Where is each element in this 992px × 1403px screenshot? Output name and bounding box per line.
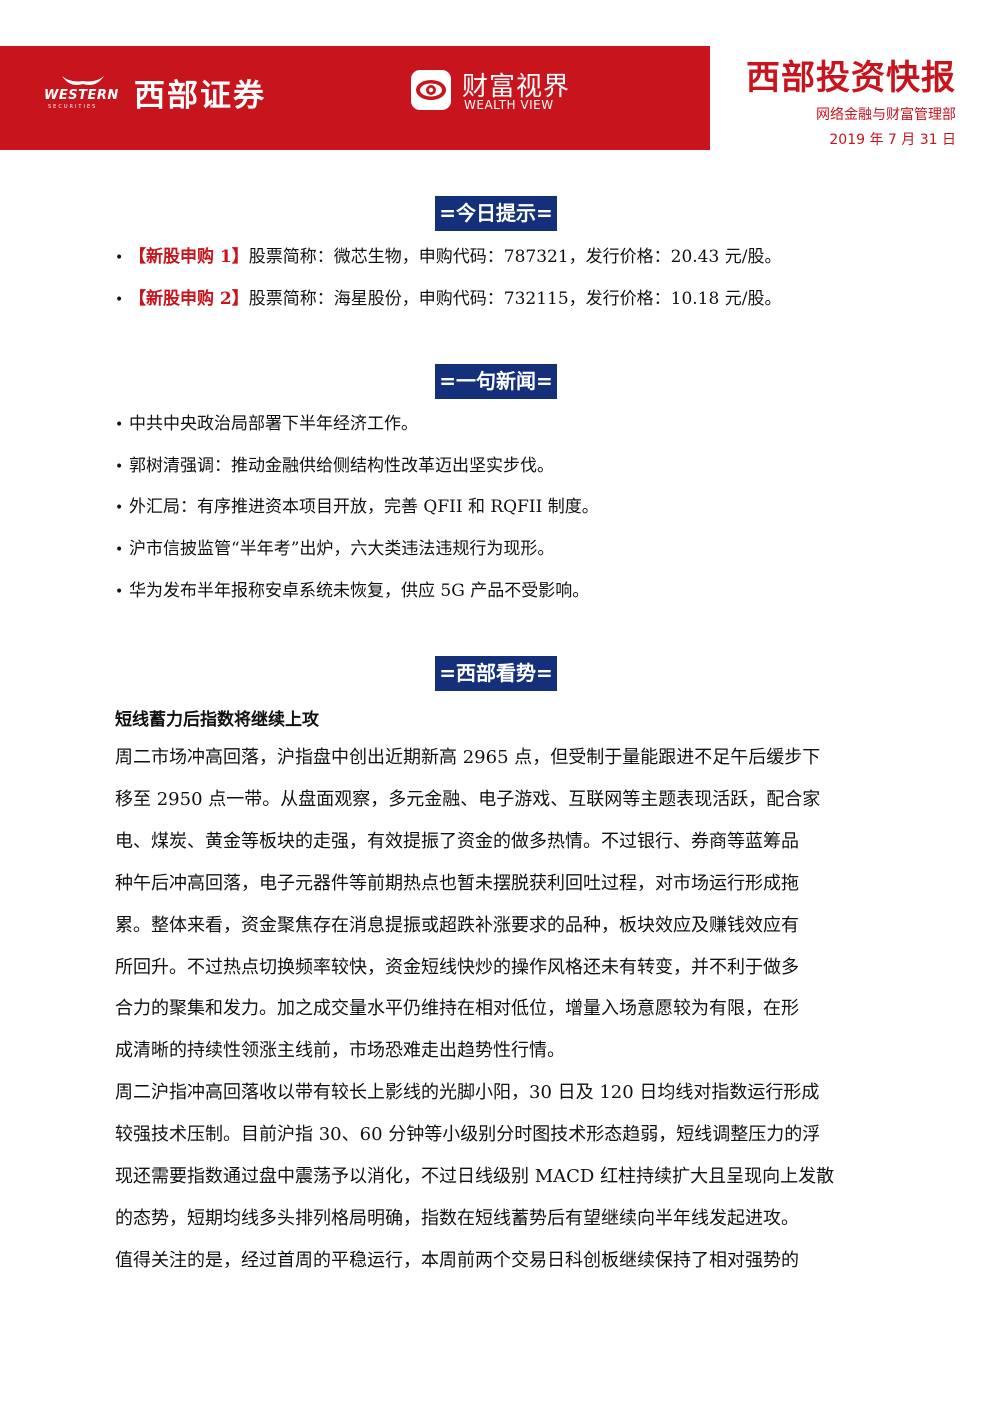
text-line: 的态势，短期均线多头排列格局明确，指数在短线蓄势后有望继续向半年线发起进攻。 — [115, 1207, 799, 1229]
wealth-view-eye-icon — [411, 70, 451, 110]
partner-name-en: WEALTH VIEW — [464, 98, 554, 112]
news-text: 郭树清强调：推动金融供给侧结构性改革迈出坚实步伐。 — [129, 456, 554, 476]
section-label: =今日提示= — [435, 196, 557, 231]
news-text: 外汇局：有序推进资本项目开放，完善 QFII 和 RQFII 制度。 — [129, 497, 599, 517]
text-line: 值得关注的是，经过首周的平稳运行，本周前两个交易日科创板继续保持了相对强势的 — [115, 1250, 799, 1271]
text-line: 合力的聚集和发力。加之成交量水平仍维持在相对低位，增量入场意愿较为有限，在形 — [115, 998, 799, 1020]
section-heading-news: =一句新闻= — [0, 364, 992, 399]
news-item: • 华为发布半年报称安卓系统未恢复，供应 5G 产品不受影响。 — [115, 579, 589, 604]
text-line: 累。整体来看，资金聚焦存在消息提振或超跌补涨要求的品种，板块效应及赚钱效应有 — [115, 914, 799, 936]
bullet-icon: • — [115, 584, 124, 600]
bull-horns-icon — [62, 76, 104, 85]
news-item: • 中共中央政治局部署下半年经济工作。 — [115, 412, 418, 437]
tip-tag: 【新股申购 1】 — [129, 247, 249, 267]
news-text: 沪市信披监管“半年考”出炉，六大类违法违规行为现形。 — [129, 539, 555, 559]
bullet-icon: • — [115, 250, 124, 266]
bullet-icon: • — [115, 292, 124, 308]
tip-tag: 【新股申购 2】 — [129, 289, 249, 309]
report-date: 2019 年 7 月 31 日 — [829, 132, 956, 148]
western-logo: WESTERN SECURITIES — [44, 74, 124, 110]
section-heading-outlook: =西部看势= — [0, 656, 992, 691]
paragraph-1: 周二市场冲高回落，沪指盘中创出近期新高 2965 点，但受制于量能跟进不足午后缓… — [115, 737, 883, 1072]
tip-text: 股票简称：海星股份，申购代码：732115，发行价格：10.18 元/股。 — [248, 289, 782, 309]
partner-name-cn: 财富视界 — [462, 72, 571, 102]
tip-item: • 【新股申购 1】股票简称：微芯生物，申购代码：787321，发行价格：20.4… — [115, 245, 781, 270]
text-line: 种午后冲高回落，电子元器件等前期热点也暂未摆脱获利回吐过程，对市场运行形成拖 — [115, 872, 799, 894]
text-line: 现还需要指数通过盘中震荡予以消化，不过日线级别 MACD 红柱持续扩大且呈现向上… — [115, 1165, 835, 1187]
paragraph-3: 值得关注的是，经过首周的平稳运行，本周前两个交易日科创板继续保持了相对强势的 — [115, 1240, 883, 1282]
news-item: • 郭树清强调：推动金融供给侧结构性改革迈出坚实步伐。 — [115, 454, 554, 479]
section-label: =一句新闻= — [435, 364, 557, 399]
section-heading-tips: =今日提示= — [0, 196, 992, 231]
tip-item: • 【新股申购 2】股票简称：海星股份，申购代码：732115，发行价格：10.1… — [115, 287, 781, 312]
text-line: 移至 2950 点一带。从盘面观察，多元金融、电子游戏、互联网等主题表现活跃，配… — [115, 788, 821, 810]
department: 网络金融与财富管理部 — [816, 107, 956, 123]
header-banner — [0, 46, 710, 150]
report-title: 西部投资快报 — [746, 58, 956, 98]
logo-en-sub: SECURITIES — [48, 104, 98, 110]
company-name: 西部证券 — [134, 78, 266, 114]
bullet-icon: • — [115, 542, 124, 558]
article-subtitle: 短线蓄力后指数将继续上攻 — [115, 710, 319, 730]
news-item: • 外汇局：有序推进资本项目开放，完善 QFII 和 RQFII 制度。 — [115, 495, 599, 520]
text-line: 周二沪指冲高回落收以带有较长上影线的光脚小阳，30 日及 120 日均线对指数运… — [115, 1082, 820, 1103]
section-label: =西部看势= — [435, 656, 557, 691]
news-text: 华为发布半年报称安卓系统未恢复，供应 5G 产品不受影响。 — [129, 581, 590, 601]
bullet-icon: • — [115, 417, 124, 433]
paragraph-2: 周二沪指冲高回落收以带有较长上影线的光脚小阳，30 日及 120 日均线对指数运… — [115, 1072, 883, 1240]
text-line: 电、煤炭、黄金等板块的走强，有效提振了资金的做多热情。不过银行、券商等蓝筹品 — [115, 830, 799, 852]
text-line: 较强技术压制。目前沪指 30、60 分钟等小级别分时图技术形态趋弱，短线调整压力… — [115, 1123, 821, 1145]
bullet-icon: • — [115, 459, 124, 475]
tip-text: 股票简称：微芯生物，申购代码：787321，发行价格：20.43 元/股。 — [248, 247, 782, 267]
text-line: 成清晰的持续性领涨主线前，市场恐难走出趋势性行情。 — [115, 1040, 565, 1062]
bullet-icon: • — [115, 500, 124, 516]
text-line: 所回升。不过热点切换频率较快，资金短线快炒的操作风格还未有转变，并不利于做多 — [115, 956, 799, 978]
news-item: • 沪市信披监管“半年考”出炉，六大类违法违规行为现形。 — [115, 537, 554, 562]
news-text: 中共中央政治局部署下半年经济工作。 — [129, 414, 418, 434]
text-line: 周二市场冲高回落，沪指盘中创出近期新高 2965 点，但受制于量能跟进不足午后缓… — [115, 747, 821, 768]
logo-en: WESTERN — [44, 88, 119, 103]
